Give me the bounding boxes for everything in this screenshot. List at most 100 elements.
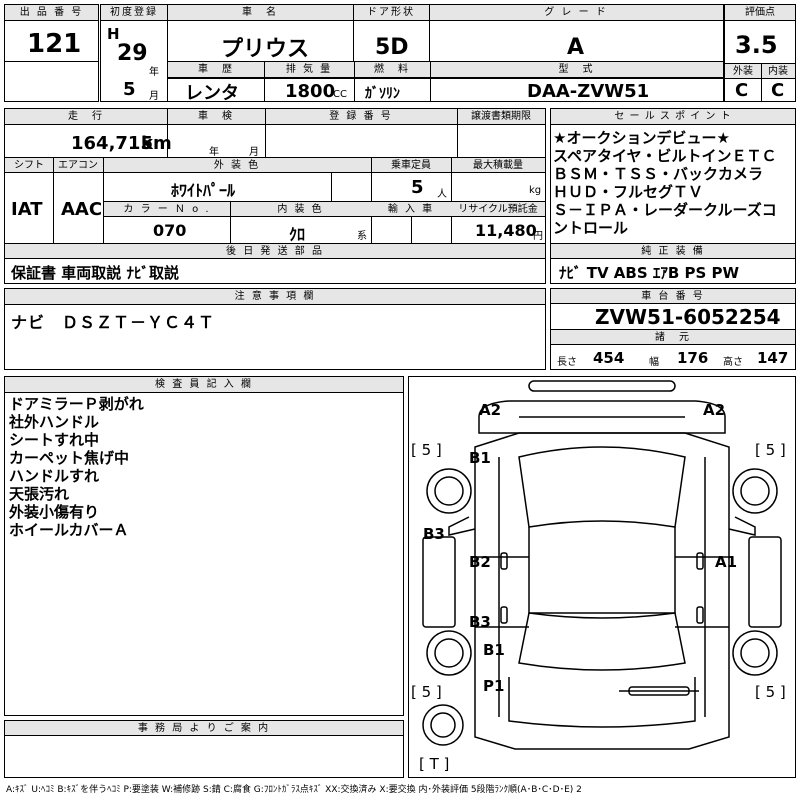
car-name: プリウス [221,37,310,62]
door-type-label: ドア形状 [353,5,429,21]
inspector-line: ハンドルすれ [9,467,100,485]
mark-b2: B2 [469,553,491,571]
chassis-number: ZVW51-6052254 [595,305,781,329]
lot-number: 121 [27,29,82,59]
sales-line: ントロール [553,219,629,237]
color-no-label: カ ラ ー Ｎ o . [104,202,230,217]
history: レンタ [185,83,239,104]
capacity-label: 乗車定員 [371,158,451,173]
inspector-line: 天張汚れ [9,485,70,503]
fuel: ｶﾞｿﾘﾝ [365,86,400,102]
width-label: 幅 [649,357,659,368]
first-registration-label: 初度登録 [101,5,167,21]
tire-rr: [ 5 ] [755,683,786,701]
inspector-line: ホイールカバーＡ [9,521,129,539]
notes-block: 注 意 事 項 欄 ナビ ＤＳＺＴ－ＹＣ４Ｔ [4,288,546,370]
exterior-color-label: 外 装 色 [103,158,371,173]
sales-point-label: セ ー ル ス ポ イ ン ト [551,109,795,125]
later-items: 保証書 車両取説 ﾅﾋﾞ取説 [11,264,179,282]
later-items-label: 後 日 発 送 部 品 [5,244,545,259]
displacement: 1800 [285,81,336,102]
tire-fl: [ 5 ] [411,441,442,459]
reg-year: 29 [117,41,148,66]
sales-line: ＢＳＭ・ＴＳＳ・バックカメラ [553,165,764,183]
inspector-block: 検 査 員 記 入 欄 ドアミラーＰ剥がれ 社外ハンドル シートすれ中 カーペッ… [4,376,404,716]
equipment: ﾅﾋﾞ TV ABS ｴｱB PS PW [559,264,740,282]
office-label: 事 務 局 よ り ご 案 内 [5,721,403,736]
recycle: 11,480 [475,221,537,240]
header-block: 初度登録 車 名 ドア形状 グ レ ー ド H 29 年 プリウス 5D A 車… [100,4,724,104]
kg-unit: kg [529,185,542,196]
lot-number-box: 出 品 番 号 121 [4,4,99,102]
displacement-label: 排 気 量 [264,62,354,78]
tire-fr: [ 5 ] [755,441,786,459]
interior-label: 内装 [761,64,795,79]
lot-number-label: 出 品 番 号 [5,5,98,21]
sales-line: ★オークションデビュー★ [553,129,730,147]
specs-label: 諸 元 [551,330,795,345]
score-block: 評価点 3.5 外装 内装 C C [724,4,796,102]
history-label: 車 歴 [168,62,264,78]
mark-a1: A1 [715,553,738,571]
mark-b3-rear: B3 [469,613,491,631]
interior-score: C [771,80,785,101]
sales-point-text: ★オークションデビュー★ スペアタイヤ・ビルトインＥＴＣ ＢＳＭ・ＴＳＳ・バック… [553,129,777,237]
spare-tire: [ T ] [419,755,450,773]
inspector-line: シートすれ中 [9,431,100,449]
import-label: 輸 入 車 [371,202,451,217]
transfer-label: 譲渡書類期限 [457,109,545,125]
aircon: AAC [61,199,103,220]
mark-p1: P1 [483,677,505,695]
length-label: 長さ [557,357,577,368]
mark-a2-left: A2 [479,401,502,419]
inspector-line: 外装小傷有り [9,503,100,521]
reg-month: 5 [123,79,136,100]
car-outline [422,380,782,750]
exterior-score: C [735,80,749,101]
equipment-label: 純 正 装 備 [551,244,795,259]
mark-b1-rear: B1 [483,641,505,659]
insp-month-unit: 月 [249,147,259,158]
interior-color: ｸﾛ [289,225,306,244]
mark-b1-top: B1 [469,449,491,467]
shift-label: シフト [5,158,53,173]
exterior-color: ﾎﾜｲﾄﾊﾟｰﾙ [171,181,236,200]
legend: A:ｷｽﾞ U:ﾍｺﾐ B:ｷｽﾞを伴うﾍｺﾐ P:要塗装 W:補修跡 S:錆 … [6,785,582,795]
office-block: 事 務 局 よ り ご 案 内 [4,720,404,778]
recycle-label: リサイクル預託金 [451,202,545,217]
width: 176 [677,349,709,367]
interior-color-label: 内 装 色 [230,202,371,217]
car-diagram: A2 A2 B1 B3 B2 A1 B3 B1 P1 [ 5 ] [ 5 ] [… [408,376,796,778]
grade: A [567,35,585,60]
shift: IAT [11,199,43,220]
inspection-label: 車 検 [167,109,265,125]
height-label: 高さ [723,357,743,368]
capacity: 5 [411,177,424,198]
insp-year-unit: 年 [209,147,219,158]
sales-point-block: セ ー ル ス ポ イ ン ト ★オークションデビュー★ スペアタイヤ・ビルトイ… [550,108,796,284]
inspector-line: ドアミラーＰ剥がれ [9,395,144,413]
yen-unit: 円 [533,231,543,242]
chassis-block: 車 台 番 号 ZVW51-6052254 諸 元 長さ 454 幅 176 高… [550,288,796,370]
sales-line: Ｓ－ＩＰＡ・レーダークルーズコ [553,201,777,219]
max-load-label: 最大積載量 [451,158,545,173]
inspector-line: 社外ハンドル [9,413,100,431]
aircon-label: エアコン [53,158,103,173]
inspector-line: カーペット焦げ中 [9,449,130,467]
score-label: 評価点 [725,5,795,21]
height: 147 [757,349,789,367]
model-label: 型 式 [430,62,723,78]
length: 454 [593,349,625,367]
inspector-label: 検 査 員 記 入 欄 [5,377,403,393]
model: DAA-ZVW51 [527,81,650,102]
grade-label: グ レ ー ド [429,5,723,21]
mileage: 164,715 [71,133,153,154]
month-unit: 月 [149,91,159,102]
kei-unit: 系 [357,231,367,242]
car-name-label: 車 名 [167,5,353,21]
inspector-notes: ドアミラーＰ剥がれ 社外ハンドル シートすれ中 カーペット焦げ中 ハンドルすれ … [9,395,144,539]
chassis-label: 車 台 番 号 [551,289,795,304]
score: 3.5 [735,31,778,59]
notes: ナビ ＤＳＺＴ－ＹＣ４Ｔ [11,313,216,332]
mark-a2-right: A2 [703,401,726,419]
